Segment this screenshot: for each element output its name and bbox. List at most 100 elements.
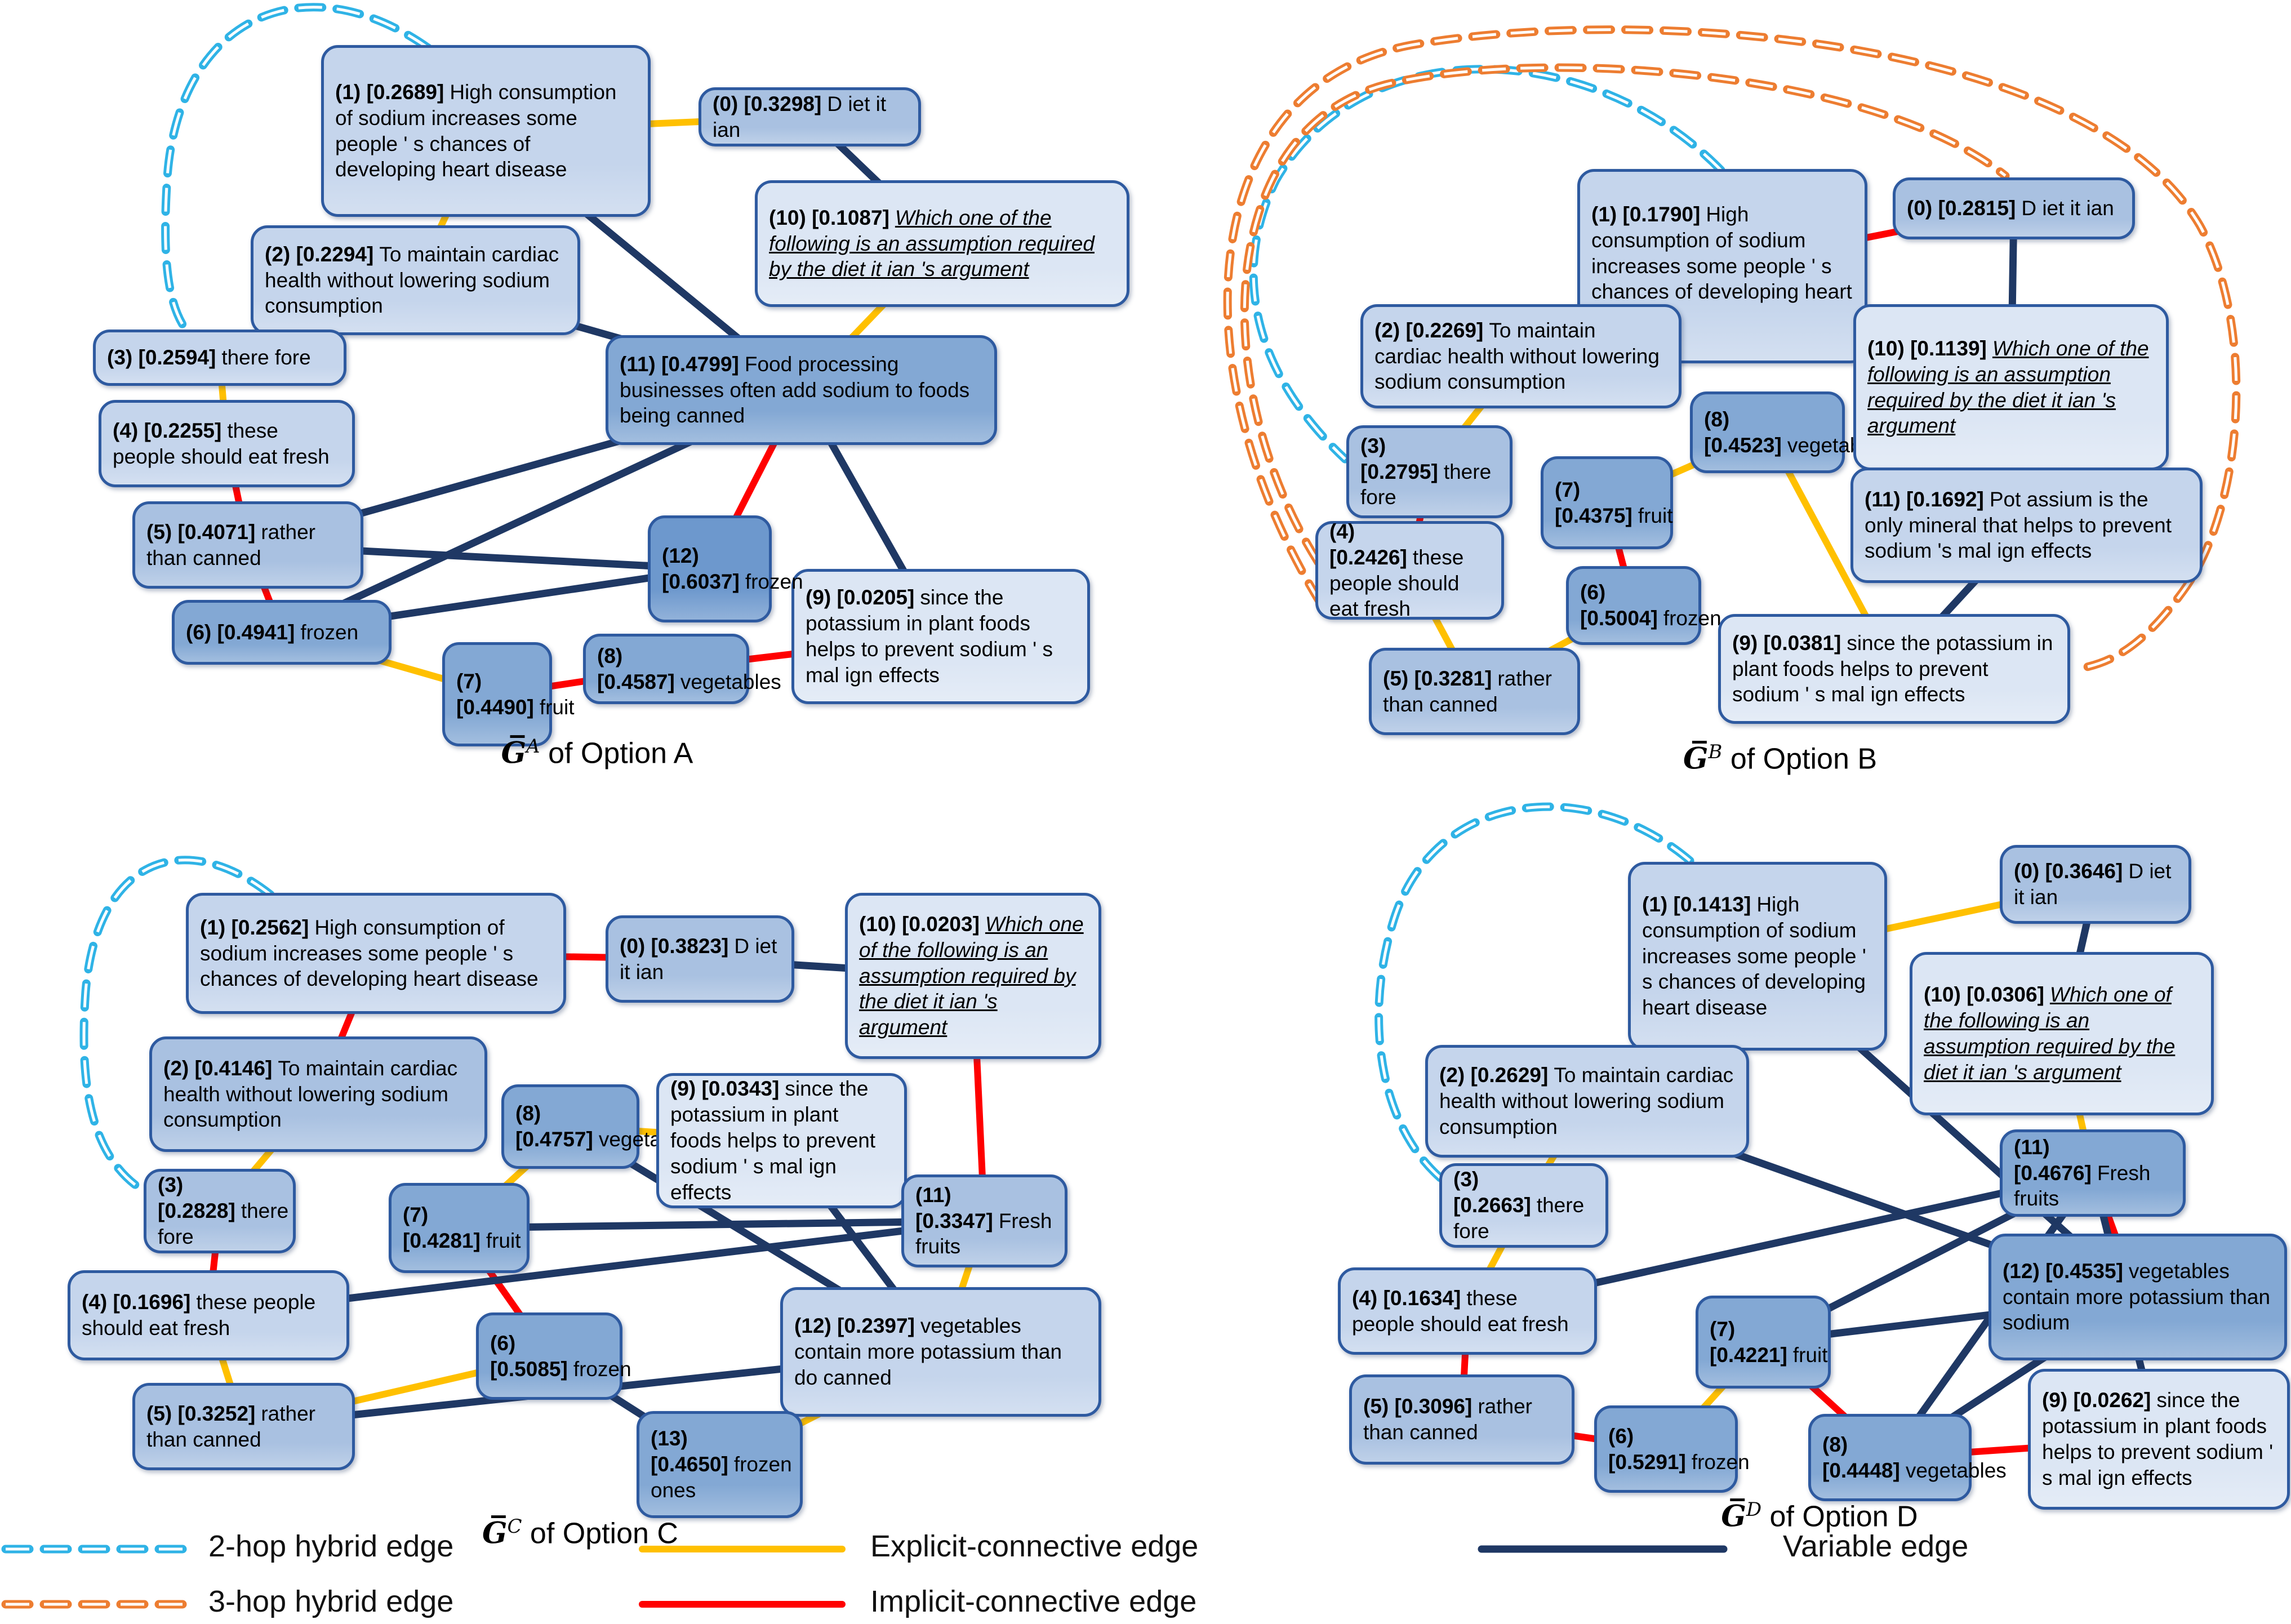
node-D-2-text: To maintain cardiac health without lower… xyxy=(1439,1064,1734,1138)
node-C-0-index-weight: (0) [0.3823] xyxy=(620,934,729,958)
node-C-6-text: frozen xyxy=(573,1357,631,1381)
graph-caption-A: G̅A of Option A xyxy=(501,735,693,770)
node-C-12: (12) [0.2397]vegetables contain more pot… xyxy=(780,1287,1101,1417)
caption-text-A: of Option A xyxy=(548,737,693,770)
node-C-10: (10) [0.0203]Which one of the following … xyxy=(845,893,1101,1059)
node-D-2: (2) [0.2629]To maintain cardiac health w… xyxy=(1425,1045,1749,1158)
node-B-7: (7) [0.4375]fruit xyxy=(1541,456,1673,549)
node-C-12-text: vegetables contain more potassium than d… xyxy=(794,1314,1062,1389)
node-B-8: (8) [0.4523]vegetables xyxy=(1690,391,1888,473)
node-D-4: (4) [0.1634]these people should eat fres… xyxy=(1338,1267,1597,1355)
node-A-9-index-weight: (9) [0.0205] xyxy=(806,586,915,609)
node-A-10-text: Which one of the following is an assumpt… xyxy=(769,206,1095,281)
node-B-5-text: rather than canned xyxy=(1383,666,1552,716)
node-B-10-index-weight: (10) [0.1139] xyxy=(1867,336,1987,360)
gbar-superscript-D: D xyxy=(1746,1498,1762,1521)
node-A-3-text: there fore xyxy=(221,346,311,370)
node-D-0: (0) [0.3646]D iet it ian xyxy=(2000,845,2191,924)
caption-text-D: of Option D xyxy=(1769,1500,1918,1533)
node-B-4-text: these people should eat fresh xyxy=(1329,545,1464,621)
node-C-1-text: High consumption of sodium increases som… xyxy=(200,915,539,991)
node-C-11-text: Fresh fruits xyxy=(915,1209,1052,1258)
node-D-9: (9) [0.0262]since the potassium in plant… xyxy=(2028,1369,2290,1510)
node-C-4: (4) [0.1696]these people should eat fres… xyxy=(68,1270,349,1360)
node-C-5-text: rather than canned xyxy=(146,1401,315,1451)
gbar-symbol-D: G̅ xyxy=(1721,1499,1746,1534)
node-A-9: (9) [0.0205]since the potassium in plant… xyxy=(791,569,1090,704)
node-A-1-index-weight: (1) [0.2689] xyxy=(335,80,444,104)
node-A-0: (0) [0.3298]D iet it ian xyxy=(699,87,921,146)
edge-B-1-3-hop2-gap xyxy=(1252,68,1722,460)
node-C-9: (9) [0.0343]since the potassium in plant… xyxy=(656,1073,907,1208)
node-B-2-index-weight: (2) [0.2269] xyxy=(1374,318,1484,342)
legend-label-hop2: 2-hop hybrid edge xyxy=(208,1529,454,1563)
node-C-13-text: frozen ones xyxy=(651,1453,792,1502)
node-D-10: (10) [0.0306]Which one of the following … xyxy=(1910,952,2214,1115)
node-A-2-text: To maintain cardiac health without lower… xyxy=(265,242,559,318)
gbar-symbol-A: G̅ xyxy=(501,736,527,771)
node-C-5-index-weight: (5) [0.3252] xyxy=(146,1401,256,1425)
node-D-8: (8) [0.4448]vegetables xyxy=(1808,1414,2007,1501)
node-D-3-index-weight: (3) [0.2663] xyxy=(1453,1168,1531,1217)
node-D-4-index-weight: (4) [0.1634] xyxy=(1352,1286,1461,1310)
node-C-4-text: these people should eat fresh xyxy=(82,1291,316,1340)
node-D-9-text: since the potassium in plant foods helps… xyxy=(2042,1389,2274,1489)
node-A-8-text: vegetables xyxy=(680,670,781,693)
node-C-11: (11) [0.3347]Fresh fruits xyxy=(901,1174,1067,1267)
legend-label-explicit: Explicit-connective edge xyxy=(870,1529,1199,1563)
node-C-8-index-weight: (8) [0.4757] xyxy=(515,1102,593,1151)
node-B-0: (0) [0.2815]D iet it ian xyxy=(1893,177,2135,239)
node-C-7: (7) [0.4281]fruit xyxy=(389,1183,530,1273)
gbar-symbol-C: G̅ xyxy=(482,1516,508,1551)
node-C-3-index-weight: (3) [0.2828] xyxy=(158,1173,235,1223)
node-D-6: (6) [0.5291]frozen xyxy=(1594,1405,1750,1493)
node-C-4-index-weight: (4) [0.1696] xyxy=(82,1291,191,1314)
node-A-12-text: frozen xyxy=(745,570,803,593)
node-A-12: (12) [0.6037]frozen xyxy=(648,515,803,622)
node-B-1-index-weight: (1) [0.1790] xyxy=(1591,202,1701,226)
node-D-6-index-weight: (6) [0.5291] xyxy=(1608,1424,1686,1474)
node-A-4: (4) [0.2255]these people should eat fres… xyxy=(99,400,355,487)
node-C-1-index-weight: (1) [0.2562] xyxy=(200,915,309,939)
node-C-1: (1) [0.2562]High consumption of sodium i… xyxy=(186,893,566,1014)
node-B-5: (5) [0.3281]rather than canned xyxy=(1369,648,1580,735)
node-D-11: (11) [0.4676]Fresh fruits xyxy=(2000,1129,2186,1217)
node-A-0-text: D iet it ian xyxy=(713,92,887,141)
node-C-0: (0) [0.3823]D iet it ian xyxy=(606,915,794,1003)
node-A-9-text: since the potassium in plant foods helps… xyxy=(806,586,1053,687)
node-D-10-text: Which one of the following is an assumpt… xyxy=(1924,983,2176,1084)
node-B-9-text: since the potassium in plant foods helps… xyxy=(1732,631,2053,706)
node-A-1: (1) [0.2689]High consumption of sodium i… xyxy=(321,45,651,217)
graph-caption-C: G̅C of Option C xyxy=(482,1515,678,1550)
node-C-13: (13) [0.4650]frozen ones xyxy=(637,1411,803,1518)
node-C-2-index-weight: (2) [0.4146] xyxy=(163,1056,273,1080)
node-C-8: (8) [0.4757]vegetables xyxy=(501,1084,700,1169)
node-C-11-index-weight: (11) [0.3347] xyxy=(915,1183,993,1233)
node-C-10-index-weight: (10) [0.0203] xyxy=(859,912,980,936)
node-C-6-index-weight: (6) [0.5085] xyxy=(490,1331,568,1381)
node-B-3-index-weight: (3) [0.2795] xyxy=(1360,434,1438,483)
node-C-9-index-weight: (9) [0.0343] xyxy=(670,1077,780,1101)
node-A-2-index-weight: (2) [0.2294] xyxy=(265,242,374,266)
node-A-2: (2) [0.2294]To maintain cardiac health w… xyxy=(251,225,580,335)
node-C-6: (6) [0.5085]frozen xyxy=(476,1312,631,1400)
node-C-2: (2) [0.4146]To maintain cardiac health w… xyxy=(149,1036,487,1152)
node-B-11-index-weight: (11) [0.1692] xyxy=(1865,487,1984,511)
node-A-6: (6) [0.4941]frozen xyxy=(172,600,392,665)
node-D-12: (12) [0.4535]vegetables contain more pot… xyxy=(1989,1234,2287,1360)
legend-label-implicit: Implicit-connective edge xyxy=(870,1585,1197,1618)
edge-B-4-0-hop3-gap xyxy=(1243,66,2007,563)
legend-label-hop3: 3-hop hybrid edge xyxy=(208,1585,454,1618)
node-C-7-text: fruit xyxy=(486,1229,521,1252)
gbar-superscript-A: A xyxy=(526,735,540,758)
node-B-6: (6) [0.5004]frozen xyxy=(1566,566,1721,645)
node-A-11-text: Food processing businesses often add sod… xyxy=(620,352,970,428)
node-D-5-text: rather than canned xyxy=(1363,1395,1532,1444)
node-A-0-index-weight: (0) [0.3298] xyxy=(713,92,822,115)
node-C-5: (5) [0.3252]rather than canned xyxy=(132,1383,355,1470)
node-D-5-index-weight: (5) [0.3096] xyxy=(1363,1395,1473,1418)
node-A-3: (3) [0.2594]there fore xyxy=(93,330,346,386)
node-D-0-text: D iet it ian xyxy=(2014,860,2172,909)
node-D-12-text: vegetables contain more potassium than s… xyxy=(2003,1259,2271,1334)
node-C-13-index-weight: (13) [0.4650] xyxy=(651,1427,728,1476)
